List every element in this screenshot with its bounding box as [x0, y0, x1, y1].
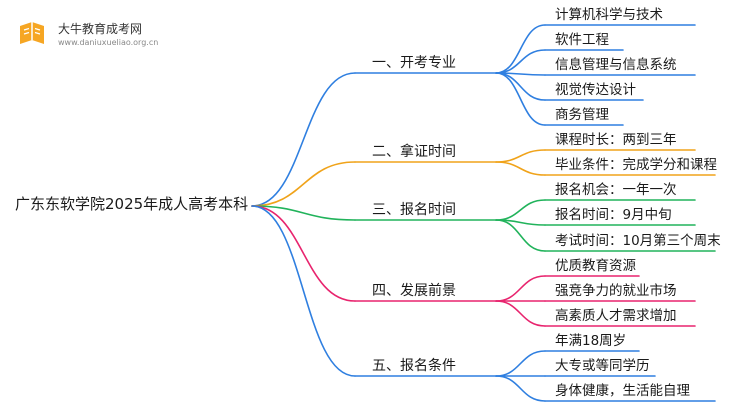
branch-label: 三、报名时间 [372, 202, 456, 218]
leaf-label: 报名机会：一年一次 [555, 182, 677, 198]
leaf-connector [495, 149, 546, 163]
leaf-label: 大专或等同学历 [555, 358, 650, 374]
leaf-connector [495, 72, 546, 126]
root-topic: 广东东软学院2025年成人高考本科 [15, 195, 249, 213]
leaf-label: 考试时间：10月第三个周末 [555, 233, 721, 249]
leaf-label: 软件工程 [555, 32, 609, 48]
branch-connector [251, 161, 356, 207]
leaf-connector [495, 350, 546, 377]
book-logo-icon [20, 22, 44, 44]
leaf-label: 报名时间：9月中旬 [555, 207, 672, 223]
leaf-label: 毕业条件：完成学分和课程 [555, 157, 717, 173]
branch-connector [251, 205, 356, 377]
leaf-connector [495, 24, 546, 74]
leaf-label: 高素质人才需求增加 [555, 308, 677, 324]
branch-connector [251, 205, 356, 221]
leaf-connector [495, 275, 546, 302]
branch-label: 五、报名条件 [372, 358, 456, 374]
branch-label: 一、开考专业 [372, 55, 456, 71]
logo-url: www.daniuxueliao.org.cn [58, 38, 159, 47]
branch-label: 二、拿证时间 [372, 144, 456, 160]
leaf-label: 身体健康，生活能自理 [555, 383, 690, 399]
branch-connector [251, 72, 356, 207]
leaf-label: 优质教育资源 [555, 258, 636, 274]
leaf-label: 强竞争力的就业市场 [555, 283, 677, 299]
leaf-connector [495, 72, 546, 101]
leaf-connector [495, 161, 546, 176]
branch-label: 四、发展前景 [372, 283, 456, 299]
leaf-connector [495, 199, 546, 221]
leaf-label: 商务管理 [555, 107, 609, 123]
leaf-connector [495, 49, 546, 74]
branch-connector [251, 205, 356, 302]
site-logo: 大牛教育成考网 www.daniuxueliao.org.cn [16, 14, 166, 54]
leaf-connector [495, 375, 546, 402]
leaf-connector [495, 219, 546, 252]
leaf-label: 视觉传达设计 [555, 82, 636, 98]
leaf-label: 课程时长：两到三年 [555, 132, 677, 148]
leaf-label: 年满18周岁 [555, 333, 627, 349]
leaf-connector [495, 300, 546, 327]
leaf-label: 信息管理与信息系统 [555, 57, 677, 73]
logo-name: 大牛教育成考网 [58, 22, 143, 36]
leaf-label: 计算机科学与技术 [555, 7, 663, 23]
